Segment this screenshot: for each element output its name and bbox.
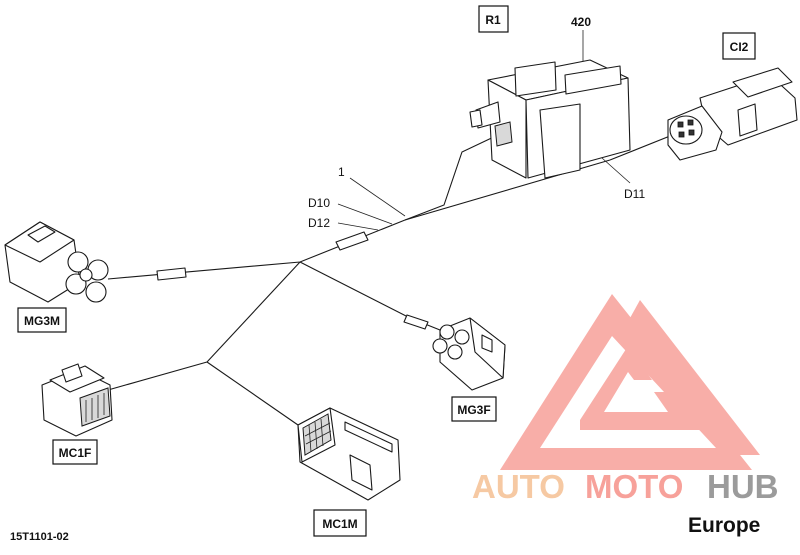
ci2-face bbox=[669, 115, 703, 145]
mg3f-latch bbox=[481, 334, 493, 353]
mc1f-latch bbox=[61, 363, 83, 383]
mc1f-terminal-block bbox=[79, 387, 111, 427]
mg3m-top bbox=[4, 221, 75, 263]
mc1f-slot bbox=[85, 393, 105, 422]
wire-to-mc1f bbox=[107, 361, 208, 391]
wire-sleeve-left bbox=[156, 267, 187, 281]
ci2-pin bbox=[687, 119, 694, 126]
wire-sleeve-middle bbox=[335, 231, 369, 251]
logo-triangle-right bbox=[630, 300, 760, 455]
logo-triangle-inner bbox=[580, 346, 700, 430]
r1-pin-block bbox=[494, 121, 513, 147]
mc1m-rib bbox=[344, 421, 393, 453]
mg3m-cavity bbox=[79, 268, 93, 282]
logo-word-moto: MOTO bbox=[585, 468, 683, 505]
mc1m-pin-grid bbox=[302, 413, 332, 456]
label-mg3f-text: MG3F bbox=[457, 403, 490, 417]
ci2-rear bbox=[732, 67, 793, 98]
label-mc1m: MC1M bbox=[313, 509, 367, 537]
mg3m-cavity bbox=[67, 251, 89, 273]
logo-region: Europe bbox=[688, 514, 760, 537]
callout-item-1: 1 bbox=[338, 165, 345, 179]
label-r1: R1 bbox=[478, 5, 509, 33]
label-ci2-text: CI2 bbox=[730, 40, 749, 54]
wire-to-r1 bbox=[404, 133, 501, 221]
connector-mg3m bbox=[4, 221, 109, 303]
r1-latch bbox=[514, 61, 557, 97]
mc1m-pin-lines bbox=[304, 418, 332, 453]
label-mc1m-text: MC1M bbox=[322, 517, 357, 531]
label-mg3m-text: MG3M bbox=[24, 314, 60, 328]
callout-d10: D10 bbox=[308, 196, 330, 210]
label-ci2: CI2 bbox=[722, 32, 756, 60]
callout-leaders bbox=[337, 30, 631, 231]
wire-main-trunk bbox=[107, 159, 611, 280]
mg3m-cavity bbox=[85, 281, 107, 303]
leader-d10 bbox=[337, 203, 393, 225]
logo-triangle-outer bbox=[500, 294, 752, 470]
r1-tab bbox=[539, 103, 581, 179]
wire-sleeve-mg3f bbox=[403, 314, 429, 330]
connector-mg3f bbox=[432, 317, 506, 391]
logo-word-auto: AUTO bbox=[472, 468, 565, 505]
ci2-lock bbox=[737, 103, 758, 137]
label-mc1f-text: MC1F bbox=[59, 446, 92, 460]
ci2-pin bbox=[688, 129, 695, 136]
callout-d12: D12 bbox=[308, 216, 330, 230]
mg3f-cavity bbox=[439, 324, 455, 340]
r1-clip bbox=[469, 109, 483, 128]
connector-mc1f bbox=[41, 363, 113, 437]
callout-420: 420 bbox=[571, 15, 591, 29]
connector-ci2 bbox=[667, 67, 798, 161]
mg3f-cavity bbox=[454, 329, 470, 345]
ci2-pin bbox=[678, 131, 685, 138]
logo-word-hub: HUB bbox=[707, 468, 779, 505]
r1-ridge bbox=[564, 65, 622, 95]
connector-r1 bbox=[469, 59, 631, 179]
mg3m-latch bbox=[27, 225, 56, 243]
label-r1-text: R1 bbox=[485, 13, 501, 27]
leader-item-1 bbox=[349, 177, 406, 217]
automotohub-logo bbox=[500, 294, 760, 470]
leader-d12 bbox=[337, 222, 379, 231]
callout-d11: D11 bbox=[624, 187, 645, 201]
connector-mc1m bbox=[297, 407, 401, 501]
drawing-number: 15T1101-02 bbox=[10, 531, 69, 543]
wire-harness bbox=[107, 131, 681, 426]
mc1m-latch bbox=[349, 454, 373, 491]
ci2-pin bbox=[677, 121, 684, 128]
label-mg3m: MG3M bbox=[17, 307, 67, 333]
mg3f-cavity bbox=[447, 344, 463, 360]
wire-to-mc1m bbox=[206, 361, 299, 426]
mg3f-cavity bbox=[432, 338, 448, 354]
leader-d11 bbox=[601, 157, 631, 184]
wire-trunk-to-branch bbox=[206, 261, 301, 363]
label-mg3f: MG3F bbox=[451, 396, 497, 422]
label-mc1f: MC1F bbox=[52, 439, 98, 465]
